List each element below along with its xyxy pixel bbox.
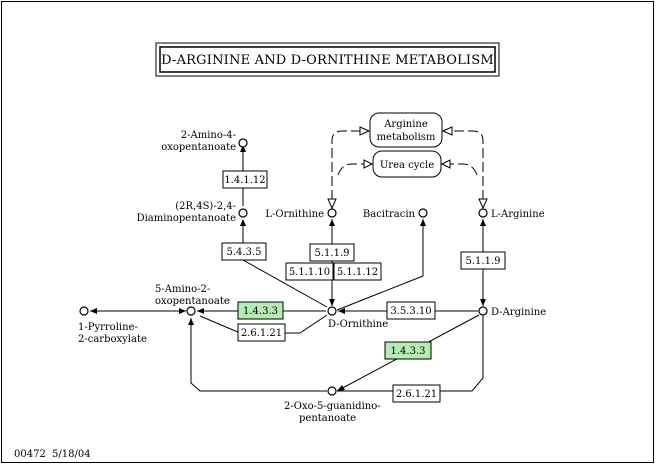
arrowhead bbox=[240, 219, 246, 226]
svg-text:3.5.3.10: 3.5.3.10 bbox=[390, 306, 431, 317]
pathway-arginine-label-2: metabolism bbox=[377, 132, 436, 143]
svg-text:Diaminopentanoate: Diaminopentanoate bbox=[137, 213, 237, 224]
enzyme-5-1-1-12[interactable]: 5.1.1.12 bbox=[333, 262, 382, 281]
svg-text:2-Amino-4-: 2-Amino-4- bbox=[181, 130, 236, 141]
map-title: D-ARGININE AND D-ORNITHINE METABOLISM bbox=[155, 42, 500, 77]
svg-text:1.4.3.3: 1.4.3.3 bbox=[391, 346, 426, 357]
open-arrowhead bbox=[440, 159, 451, 169]
svg-text:oxopentanoate: oxopentanoate bbox=[161, 142, 236, 153]
arrowhead bbox=[240, 145, 246, 152]
svg-text:pentanoate: pentanoate bbox=[299, 413, 356, 424]
svg-text:5.1.1.10: 5.1.1.10 bbox=[289, 267, 330, 278]
compound-2-amino-4-oxopentanoate[interactable]: 2-Amino-4- oxopentanoate bbox=[161, 130, 248, 153]
svg-text:5-Amino-2-: 5-Amino-2- bbox=[155, 284, 210, 295]
svg-text:2.6.1.21: 2.6.1.21 bbox=[241, 328, 282, 339]
arrowhead bbox=[329, 299, 335, 306]
svg-text:D-Ornithine: D-Ornithine bbox=[328, 319, 388, 330]
enzyme-2-6-1-21-arginine[interactable]: 2.6.1.21 bbox=[392, 384, 441, 403]
footer-map-id: 00472 bbox=[14, 449, 46, 460]
open-arrowhead bbox=[478, 198, 488, 210]
compound-l-ornithine[interactable]: L-Ornithine bbox=[265, 208, 337, 220]
link-lornithine-urea-cycle bbox=[337, 163, 364, 176]
svg-text:5.1.1.9: 5.1.1.9 bbox=[466, 256, 501, 267]
svg-text:2-Oxo-5-guanidino-: 2-Oxo-5-guanidino- bbox=[284, 401, 381, 412]
footer-date: 5/18/04 bbox=[52, 449, 91, 460]
arrowhead bbox=[480, 299, 486, 306]
arrowhead bbox=[329, 219, 335, 226]
svg-text:1-Pyrroline-: 1-Pyrroline- bbox=[78, 322, 138, 333]
pathway-arginine-metabolism[interactable]: Arginine metabolism bbox=[369, 112, 443, 148]
pathway-urea-cycle[interactable]: Urea cycle bbox=[372, 150, 442, 178]
svg-text:L-Arginine: L-Arginine bbox=[491, 209, 545, 220]
svg-text:5.4.3.5: 5.4.3.5 bbox=[227, 247, 262, 258]
edge-oxoguanidino-to-aminooxo bbox=[190, 318, 327, 392]
compound-d-ornithine[interactable]: D-Ornithine bbox=[327, 306, 388, 330]
open-arrowhead bbox=[363, 159, 374, 169]
edge-dornithine-to-bacitracin bbox=[336, 219, 424, 311]
arrowhead bbox=[90, 308, 97, 314]
enzyme-5-4-3-5[interactable]: 5.4.3.5 bbox=[221, 242, 267, 261]
enzyme-1-4-1-12[interactable]: 1.4.1.12 bbox=[222, 170, 268, 189]
compound-diaminopentanoate[interactable]: (2R,4S)-2,4- Diaminopentanoate bbox=[137, 201, 248, 224]
svg-text:1.4.3.3: 1.4.3.3 bbox=[243, 306, 278, 317]
svg-text:(2R,4S)-2,4-: (2R,4S)-2,4- bbox=[175, 201, 236, 212]
compound-l-arginine[interactable]: L-Arginine bbox=[478, 208, 545, 220]
open-arrowhead bbox=[327, 198, 337, 210]
title-text: D-ARGININE AND D-ORNITHINE METABOLISM bbox=[161, 53, 494, 68]
enzyme-1-4-3-3-ornithine[interactable]: 1.4.3.3 bbox=[237, 301, 284, 320]
arrowhead bbox=[480, 219, 486, 226]
compound-5-amino-2-oxopentanoate[interactable]: 5-Amino-2- oxopentanoate bbox=[155, 284, 230, 316]
arrowhead bbox=[179, 308, 186, 314]
svg-text:D-Arginine: D-Arginine bbox=[491, 307, 546, 318]
arrowhead bbox=[197, 308, 204, 314]
compound-d-arginine[interactable]: D-Arginine bbox=[478, 306, 546, 318]
svg-text:2-carboxylate: 2-carboxylate bbox=[78, 334, 147, 345]
svg-text:2.6.1.21: 2.6.1.21 bbox=[396, 389, 437, 400]
open-arrowhead bbox=[441, 126, 453, 136]
svg-text:1.4.1.12: 1.4.1.12 bbox=[224, 175, 265, 186]
svg-text:L-Ornithine: L-Ornithine bbox=[265, 209, 324, 220]
arrowhead bbox=[420, 219, 426, 226]
link-larginine-urea-cycle bbox=[450, 163, 478, 176]
compound-2-oxo-5-guanidinopentanoate[interactable]: 2-Oxo-5-guanidino- pentanoate bbox=[284, 386, 381, 424]
svg-text:5.1.1.12: 5.1.1.12 bbox=[337, 267, 378, 278]
svg-text:5.1.1.9: 5.1.1.9 bbox=[315, 248, 350, 259]
pathway-arginine-label-1: Arginine bbox=[383, 119, 428, 130]
enzyme-5-1-1-9-ornithine[interactable]: 5.1.1.9 bbox=[309, 243, 355, 262]
enzyme-5-1-1-10[interactable]: 5.1.1.10 bbox=[285, 262, 334, 281]
arrowhead bbox=[338, 308, 345, 314]
enzyme-3-5-3-10[interactable]: 3.5.3.10 bbox=[386, 301, 436, 320]
svg-text:oxopentanoate: oxopentanoate bbox=[155, 296, 230, 307]
link-larginine-arginine-metabolism bbox=[452, 130, 484, 200]
pathway-urea-label: Urea cycle bbox=[380, 160, 434, 171]
enzyme-2-6-1-21-ornithine[interactable]: 2.6.1.21 bbox=[237, 323, 286, 342]
compound-bacitracin[interactable]: Bacitracin bbox=[363, 208, 428, 220]
arrowhead bbox=[337, 385, 345, 391]
enzyme-1-4-3-3-arginine[interactable]: 1.4.3.3 bbox=[384, 341, 432, 360]
link-lornithine-arginine-metabolism bbox=[331, 130, 360, 200]
open-arrowhead bbox=[359, 126, 371, 136]
enzyme-5-1-1-9-arginine[interactable]: 5.1.1.9 bbox=[460, 251, 506, 270]
arrowhead bbox=[188, 318, 194, 325]
svg-text:Bacitracin: Bacitracin bbox=[363, 209, 416, 220]
compound-1-pyrroline-2-carboxylate[interactable]: 1-Pyrroline- 2-carboxylate bbox=[78, 306, 147, 345]
